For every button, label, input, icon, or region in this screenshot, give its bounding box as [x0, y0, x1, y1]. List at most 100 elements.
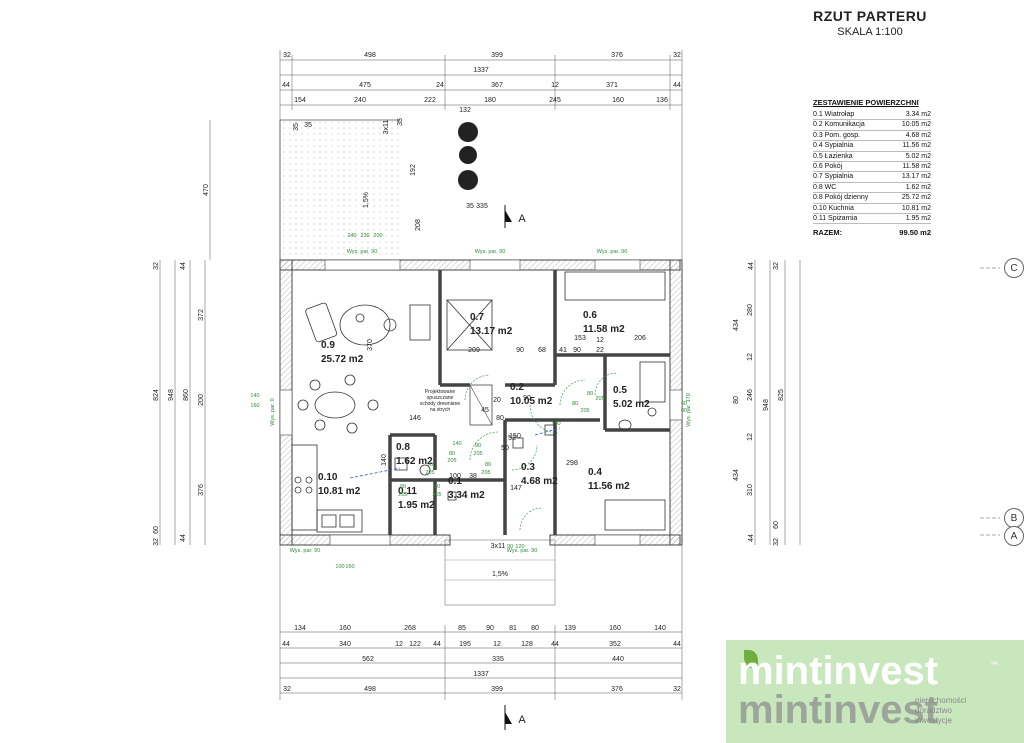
- dimension-label: 32: [153, 538, 160, 546]
- room-area: 10.81 m2: [318, 486, 361, 497]
- dimension-label: 192: [410, 164, 417, 176]
- dimension-label: 139: [564, 625, 576, 632]
- green-dimension: 90: [434, 484, 440, 490]
- dimension-label: 399: [491, 52, 503, 59]
- dimension-label: 160: [612, 97, 624, 104]
- total-label: RAZEM:: [813, 228, 843, 238]
- dimension-label: 32: [153, 262, 160, 270]
- dimension-label: 140: [381, 454, 388, 466]
- dimension-label: 12: [596, 337, 604, 344]
- summary-room-name: 0.5 Łazienka: [813, 152, 853, 160]
- summary-room-name: 0.11 Spiżarnia: [813, 215, 858, 223]
- dimension-label: 370: [367, 339, 374, 351]
- window-label: Wys. par. 90: [347, 249, 378, 255]
- green-dimension: 230: [360, 233, 369, 239]
- dimension-label: 32: [673, 686, 681, 693]
- dimension-label: 153: [574, 335, 586, 342]
- summary-room-area: 25.72 m2: [901, 194, 931, 202]
- green-dimension: 140: [250, 393, 259, 399]
- dimension-label: 948: [763, 399, 770, 411]
- window-label: Wys. par. 90: [597, 249, 628, 255]
- summary-room-name: 0.6 Pokój: [813, 163, 843, 171]
- entrance-steps: [444, 539, 556, 606]
- dimension-label: 35: [304, 122, 312, 129]
- room-number: 0.6: [583, 310, 597, 321]
- axis-marker-b: B: [1004, 508, 1024, 528]
- flow-line-2: [534, 427, 561, 436]
- dimension-label: 134: [294, 625, 306, 632]
- dimension-label: 60: [773, 521, 780, 529]
- dimension-label: 825: [778, 389, 785, 401]
- tagline-1: nieruchomości: [915, 696, 967, 705]
- room-area: 1.95 m2: [398, 500, 435, 511]
- dimension-label: 85: [458, 625, 466, 632]
- room-number: 0.7: [470, 312, 484, 323]
- room-number: 0.8: [396, 442, 410, 453]
- room-area: 1.62 m2: [396, 456, 433, 467]
- dimension-label: 240: [354, 97, 366, 104]
- green-dimension: 80: [485, 462, 491, 468]
- dimension-label: 132: [459, 107, 471, 114]
- dimension-label: 12: [747, 433, 754, 441]
- dimension-label: 340: [339, 641, 351, 648]
- dimension-label: 245: [549, 97, 561, 104]
- dimension-label: 22: [596, 347, 604, 354]
- dimension-label: 90: [573, 347, 581, 354]
- dimension-label: 35: [397, 118, 404, 126]
- summary-room-name: 0.7 Sypialnia: [813, 173, 854, 181]
- dimension-label: 32: [773, 262, 780, 270]
- dimension-label: 44: [282, 82, 290, 89]
- room-area: 25.72 m2: [321, 354, 364, 365]
- dimension-label: 24: [436, 82, 444, 89]
- stairs-note: na strych: [430, 407, 451, 413]
- dimension-label: 32: [283, 686, 291, 693]
- window-label: Wys. par. 90: [475, 249, 506, 255]
- dimension-lines: [159, 59, 1000, 694]
- summary-room-area: 3.34 m2: [905, 111, 931, 118]
- dimension-label: 335: [476, 203, 488, 210]
- axis-marker-c: C: [1004, 258, 1024, 278]
- dimension-label: 206: [634, 335, 646, 342]
- window-label: Wys. par. 90: [290, 548, 321, 554]
- flow-line: [349, 467, 401, 479]
- dimension-label: 147: [510, 485, 522, 492]
- dimension-label: 246: [747, 389, 754, 401]
- green-dimension: 100: [335, 564, 344, 570]
- dimension-label: 195: [459, 641, 471, 648]
- dimension-label: 1,5%: [492, 571, 508, 578]
- dimension-label: 41: [559, 347, 567, 354]
- dimension-label: 222: [424, 97, 436, 104]
- section-label: A: [518, 714, 526, 726]
- room-number: 0.9: [321, 340, 335, 351]
- leaf-icon: [744, 650, 758, 668]
- dimension-label: 32: [673, 52, 681, 59]
- green-dimension: 80: [400, 484, 406, 490]
- room-area: 13.17 m2: [470, 326, 513, 337]
- dimension-label: 60: [153, 526, 160, 534]
- dimension-label: 434: [733, 319, 740, 331]
- summary-room-name: 0.10 Kuchnia: [813, 204, 854, 212]
- green-dimension: 90: [427, 462, 433, 468]
- dimension-label: 80: [531, 625, 539, 632]
- dimension-label: 1337: [473, 671, 489, 678]
- furniture: [291, 271, 666, 533]
- dimension-label: 3x11: [383, 120, 390, 135]
- dimension-label: 90: [523, 395, 531, 402]
- summary-room-name: 0.8 Pokój dzienny: [813, 194, 869, 202]
- scale-text: SKALA 1:100: [837, 26, 903, 38]
- room-number: 0.5: [613, 385, 627, 396]
- interior-walls: [388, 270, 670, 535]
- dimension-label: 948: [168, 389, 175, 401]
- dimension-label: 44: [673, 641, 681, 648]
- dimension-label: 35: [293, 123, 300, 131]
- total-value: 99.50 m2: [899, 228, 931, 238]
- green-dimension: 120: [515, 544, 524, 550]
- axis-marker-a: A: [1004, 526, 1024, 546]
- green-dimension: 80: [587, 391, 593, 397]
- stairs-note: Projektowane: [425, 389, 456, 395]
- dimension-label: 80: [733, 396, 740, 404]
